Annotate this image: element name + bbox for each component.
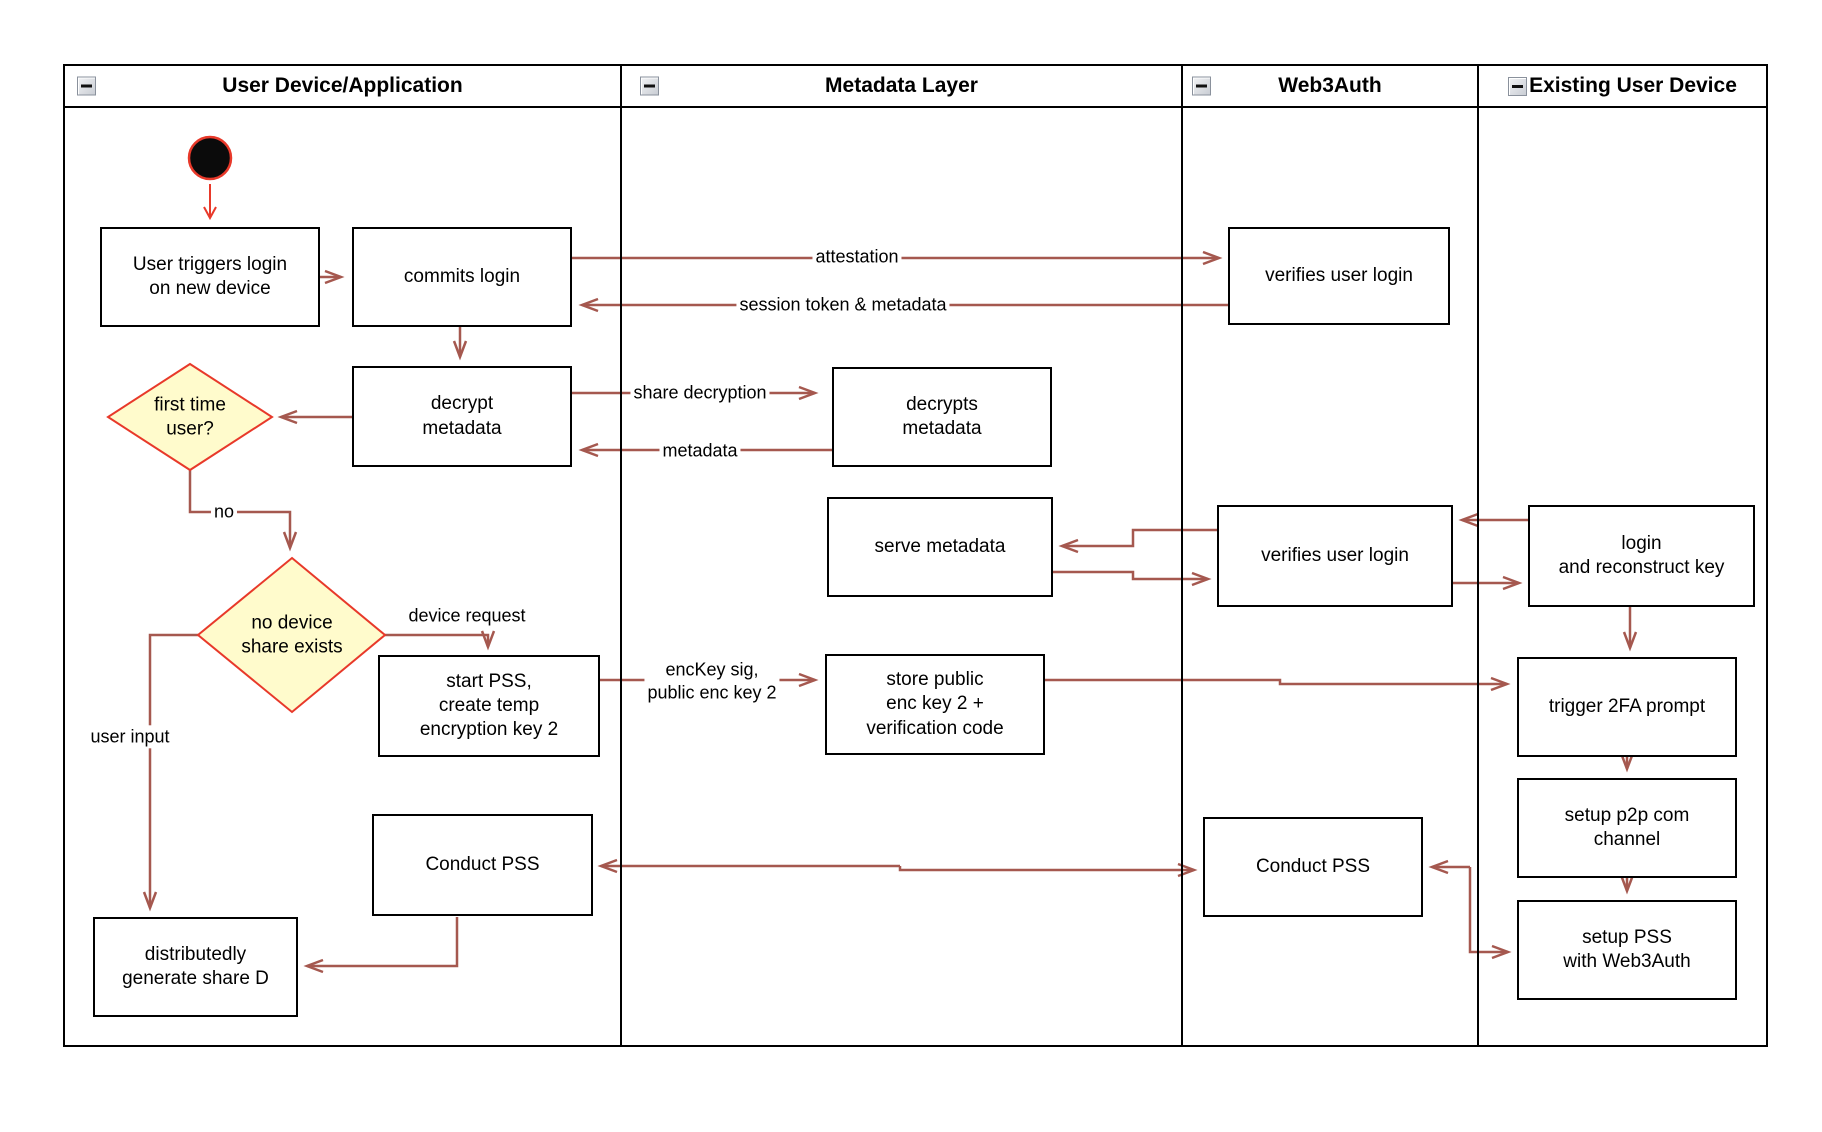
lane-header-web3auth: Web3Auth	[1181, 64, 1479, 108]
edge-label-device-request: device request	[405, 604, 529, 628]
lane-separator-2	[1181, 64, 1183, 1047]
node-commits-login[interactable]: commits login	[352, 227, 572, 327]
minus-icon	[1196, 84, 1207, 88]
lane-header-existing-device: Existing User Device	[1477, 64, 1768, 108]
edge-user-input	[142, 633, 198, 912]
start-node[interactable]	[187, 135, 233, 181]
edge-label-metadata: metadata	[659, 439, 741, 463]
collapse-lane-button[interactable]	[77, 76, 96, 96]
lane-header-user-device: User Device/Application	[63, 64, 622, 108]
edge-label-attestation: attestation	[812, 245, 902, 269]
lane-title: Metadata Layer	[825, 74, 978, 97]
lane-title: Existing User Device	[1529, 74, 1737, 97]
decision-no-device-share[interactable]	[196, 556, 387, 714]
edge-label-enckey: encKey sig, public enc key 2	[644, 658, 780, 706]
minus-icon	[81, 84, 92, 88]
collapse-lane-button[interactable]	[1192, 76, 1211, 96]
node-user-triggers-login[interactable]: User triggers login on new device	[100, 227, 320, 327]
node-distributedly-generate-share[interactable]: distributedly generate share D	[93, 917, 298, 1017]
node-decrypt-metadata[interactable]: decrypt metadata	[352, 366, 572, 467]
edge-verifies-to-serve	[1058, 528, 1217, 554]
node-decrypts-metadata[interactable]: decrypts metadata	[832, 367, 1052, 467]
decision-first-time-user[interactable]	[106, 362, 274, 472]
edge-into-setuppss	[1468, 867, 1512, 960]
node-verifies-user-login-mid[interactable]: verifies user login	[1217, 505, 1453, 607]
edge-serve-to-verifies	[1053, 570, 1212, 587]
edge-conductpss-right	[898, 862, 1198, 878]
edge-label-share-decryption: share decryption	[630, 381, 770, 405]
edge-label-no: no	[210, 500, 238, 524]
edge-store-to-2fa	[1045, 676, 1511, 692]
decision-label-first-time-user: first time user?	[154, 394, 226, 439]
node-store-public-enc-key[interactable]: store public enc key 2 + verification co…	[825, 654, 1045, 755]
edges	[142, 184, 1638, 974]
node-setup-pss-web3auth[interactable]: setup PSS with Web3Auth	[1517, 900, 1737, 1000]
edge-device-request	[385, 630, 496, 651]
node-serve-metadata[interactable]: serve metadata	[827, 497, 1053, 597]
edge-label-user-input: user input	[87, 725, 173, 749]
lane-separator-3	[1477, 64, 1479, 1047]
edge-conductpss-to-distgen	[303, 917, 459, 974]
edge-no-branch	[188, 470, 298, 552]
collapse-lane-button[interactable]	[640, 76, 659, 96]
node-setup-p2p[interactable]: setup p2p com channel	[1517, 778, 1737, 878]
node-start-pss[interactable]: start PSS, create temp encryption key 2	[378, 655, 600, 757]
minus-icon	[1512, 84, 1524, 88]
node-conduct-pss-web3[interactable]: Conduct PSS	[1203, 817, 1423, 917]
node-verifies-user-login-top[interactable]: verifies user login	[1228, 227, 1450, 325]
edge-label-session-token: session token & metadata	[736, 293, 950, 317]
node-login-reconstruct-key[interactable]: login and reconstruct key	[1528, 505, 1755, 607]
node-conduct-pss-user[interactable]: Conduct PSS	[372, 814, 593, 916]
lane-title: Web3Auth	[1278, 74, 1382, 97]
minus-icon	[644, 84, 655, 88]
lane-separator-1	[620, 64, 622, 1047]
decision-label-no-device-share: no device share exists	[241, 612, 343, 657]
lane-title: User Device/Application	[222, 74, 463, 97]
node-trigger-2fa[interactable]: trigger 2FA prompt	[1517, 657, 1737, 757]
collapse-lane-button[interactable]	[1508, 76, 1528, 96]
lane-header-metadata-layer: Metadata Layer	[620, 64, 1183, 108]
